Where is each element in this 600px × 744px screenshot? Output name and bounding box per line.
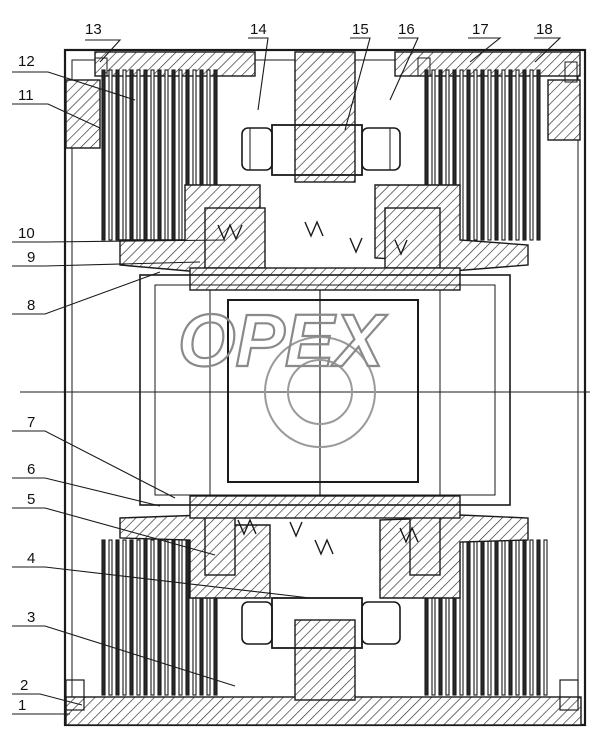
clutch-plate bbox=[115, 69, 120, 241]
callouts: 1 2 3 4 5 6 7 8 9 10 11 12 13 14 15 16 1… bbox=[18, 21, 553, 714]
clutch-plate bbox=[129, 69, 134, 241]
left-lower-plate-pack bbox=[101, 539, 218, 696]
callout-10: 10 bbox=[18, 225, 35, 242]
clutch-plate bbox=[157, 69, 162, 241]
clutch-plate bbox=[164, 539, 169, 696]
clutch-plate bbox=[480, 69, 485, 241]
clutch-plate bbox=[150, 539, 155, 696]
callout-15: 15 bbox=[352, 21, 369, 38]
clutch-plate bbox=[494, 69, 499, 241]
lower-pin bbox=[241, 597, 401, 649]
clutch-plate bbox=[536, 539, 541, 696]
clutch-plate bbox=[543, 539, 548, 696]
clutch-plate bbox=[171, 539, 176, 696]
clutch-plate bbox=[473, 69, 478, 241]
clutch-plate bbox=[487, 69, 492, 241]
watermark: OPEX bbox=[177, 298, 389, 448]
clutch-plate bbox=[515, 69, 520, 241]
clutch-plate bbox=[529, 69, 534, 241]
clutch-plate bbox=[473, 539, 478, 696]
clutch-plate bbox=[108, 69, 113, 241]
clutch-plate bbox=[143, 539, 148, 696]
clutch-plate bbox=[522, 69, 527, 241]
clutch-plate bbox=[529, 539, 534, 696]
callout-12: 12 bbox=[18, 53, 35, 70]
callout-8: 8 bbox=[27, 297, 35, 314]
clutch-plate bbox=[122, 69, 127, 241]
callout-4: 4 bbox=[27, 550, 35, 567]
clutch-plate bbox=[136, 69, 141, 241]
right-upper-plate-pack bbox=[424, 69, 541, 241]
clutch-plate bbox=[501, 69, 506, 241]
clutch-plate bbox=[115, 539, 120, 696]
clutch-plate bbox=[164, 69, 169, 241]
clutch-plate bbox=[508, 539, 513, 696]
callout-1: 1 bbox=[18, 697, 26, 714]
callout-13: 13 bbox=[85, 21, 102, 38]
watermark-text: OPEX bbox=[178, 299, 388, 382]
clutch-plate bbox=[494, 539, 499, 696]
clutch-plate bbox=[487, 539, 492, 696]
clutch-plate bbox=[101, 539, 106, 696]
left-upper-plate-pack bbox=[101, 69, 218, 241]
clutch-plate bbox=[101, 69, 106, 241]
central-hub bbox=[119, 51, 529, 701]
right-lower-plate-pack bbox=[424, 539, 548, 696]
clutch-plate bbox=[171, 69, 176, 241]
clutch-plate bbox=[522, 539, 527, 696]
callout-3: 3 bbox=[27, 609, 35, 626]
clutch-plate bbox=[178, 69, 183, 241]
callout-9: 9 bbox=[27, 249, 35, 266]
callout-6: 6 bbox=[27, 461, 35, 478]
callout-11: 11 bbox=[18, 87, 34, 104]
callout-18: 18 bbox=[536, 21, 553, 38]
clutch-plate bbox=[466, 539, 471, 696]
callout-16: 16 bbox=[398, 21, 415, 38]
clutch-plate bbox=[150, 69, 155, 241]
clutch-plate bbox=[501, 539, 506, 696]
clutch-plate bbox=[108, 539, 113, 696]
callout-14: 14 bbox=[250, 21, 267, 38]
inner-drum bbox=[20, 267, 590, 519]
upper-pin bbox=[241, 124, 401, 176]
clutch-plate bbox=[178, 539, 183, 696]
clutch-plate bbox=[508, 69, 513, 241]
clutch-plate bbox=[157, 539, 162, 696]
leader-lines bbox=[12, 37, 562, 715]
callout-5: 5 bbox=[27, 491, 35, 508]
clutch-plate bbox=[536, 69, 541, 241]
clutch-plate bbox=[136, 539, 141, 696]
clutch-plate bbox=[466, 69, 471, 241]
clutch-plate bbox=[480, 539, 485, 696]
callout-17: 17 bbox=[472, 21, 489, 38]
callout-7: 7 bbox=[27, 414, 35, 431]
clutch-plate bbox=[122, 539, 127, 696]
clutch-plate bbox=[515, 539, 520, 696]
callout-2: 2 bbox=[20, 677, 28, 694]
clutch-plate bbox=[129, 539, 134, 696]
clutch-plate bbox=[143, 69, 148, 241]
